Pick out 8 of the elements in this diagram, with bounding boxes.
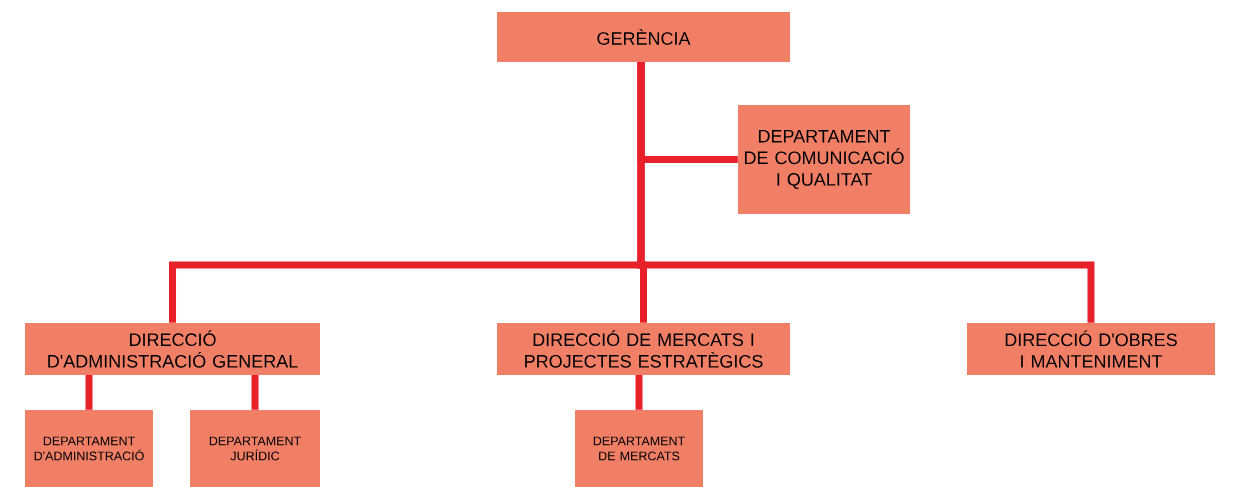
org-box: DIRECCIÓ DE MERCATS I PROJECTES ESTRATÈGICS	[497, 323, 790, 375]
org-box: DIRECCIÓ D'OBRES I MANTENIMENT	[967, 323, 1215, 375]
org-box: DEPARTAMENT DE MERCATS	[575, 410, 703, 487]
org-box: GERÈNCIA	[497, 12, 790, 62]
org-box: DIRECCIÓ D'ADMINISTRACIÓ GENERAL	[25, 323, 320, 375]
org-box: DEPARTAMENT DE COMUNICACIÓ I QUALITAT	[738, 105, 910, 214]
org-box: DEPARTAMENT D'ADMINISTRACIÓ	[25, 410, 153, 487]
org-box: DEPARTAMENT JURÍDIC	[190, 410, 320, 487]
